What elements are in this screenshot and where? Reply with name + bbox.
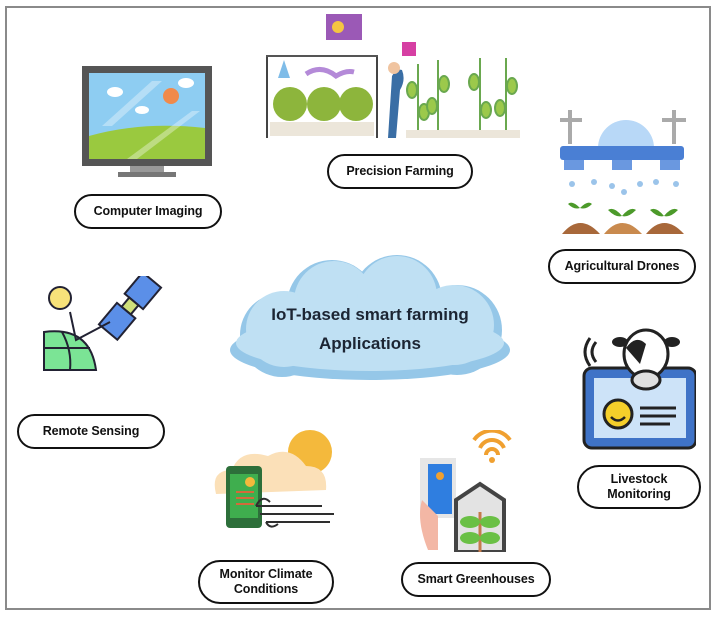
node-remote-sensing: Remote Sensing xyxy=(17,414,165,449)
central-title: IoT-based smart farming Applications xyxy=(240,300,500,358)
node-monitor-climate: Monitor Climate Conditions xyxy=(198,560,334,604)
phone-greenhouse-wifi-icon xyxy=(420,430,512,552)
node-label-line1: Monitor Climate xyxy=(219,567,313,581)
phone-weather-icon xyxy=(214,430,334,528)
node-label: Precision Farming xyxy=(346,164,454,178)
satellite-globe-icon xyxy=(43,276,163,371)
node-agricultural-drones: Agricultural Drones xyxy=(548,249,696,284)
node-label: Remote Sensing xyxy=(42,424,140,438)
drone-sprinkler-icon xyxy=(560,110,686,234)
node-label-line2: Conditions xyxy=(233,582,299,596)
node-label-line2: Monitoring xyxy=(607,487,671,501)
central-title-line1: IoT-based smart farming xyxy=(271,305,469,324)
node-label: Smart Greenhouses xyxy=(417,572,535,586)
central-title-line2: Applications xyxy=(318,334,421,353)
cow-tablet-icon xyxy=(582,328,696,450)
node-livestock-monitoring: Livestock Monitoring xyxy=(577,465,701,509)
greenhouse-farmer-icon xyxy=(266,14,520,138)
node-precision-farming: Precision Farming xyxy=(327,154,473,189)
node-label: Computer Imaging xyxy=(93,204,203,218)
node-label-line1: Livestock xyxy=(610,472,668,486)
node-smart-greenhouses: Smart Greenhouses xyxy=(401,562,551,597)
node-label: Agricultural Drones xyxy=(564,259,680,273)
node-computer-imaging: Computer Imaging xyxy=(74,194,222,229)
cloud-shape xyxy=(230,255,510,380)
monitor-icon xyxy=(82,66,212,177)
